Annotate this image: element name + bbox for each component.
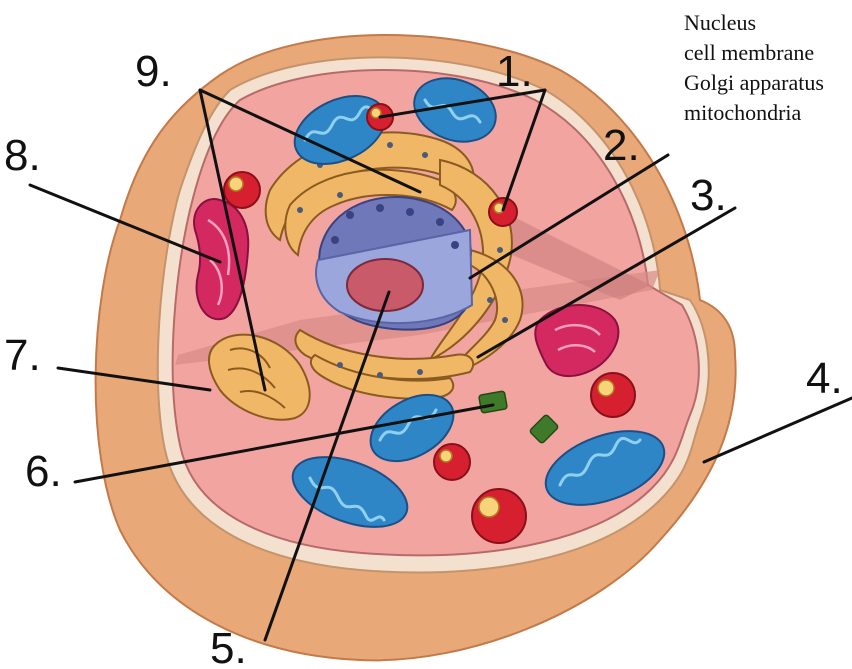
nucleus	[316, 197, 472, 330]
centriole-upper	[479, 391, 508, 413]
label-5: 5.	[210, 624, 247, 669]
term-nucleus: Nucleus	[684, 8, 824, 38]
term-list: Nucleus cell membrane Golgi apparatus mi…	[684, 8, 824, 128]
label-3: 3.	[690, 171, 727, 220]
label-4: 4.	[806, 354, 843, 403]
term-golgi-apparatus: Golgi apparatus	[684, 68, 824, 98]
label-6: 6.	[25, 447, 62, 496]
label-2: 2.	[603, 121, 640, 170]
label-9: 9.	[135, 47, 172, 96]
label-8: 8.	[4, 131, 41, 180]
label-7: 7.	[4, 331, 41, 380]
term-mitochondria: mitochondria	[684, 98, 824, 128]
label-1: 1.	[496, 47, 533, 96]
term-cell-membrane: cell membrane	[684, 38, 824, 68]
